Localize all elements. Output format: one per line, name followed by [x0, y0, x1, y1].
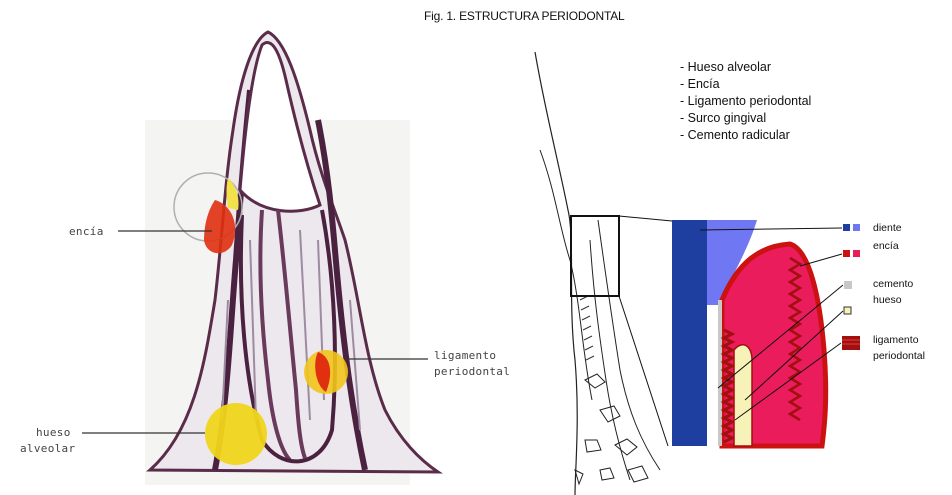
list-item: - Encía [680, 76, 811, 93]
list-item: - Ligamento periodontal [680, 93, 811, 110]
label-periodontal: periodontal [434, 364, 510, 379]
legend-swatch-ligamento [842, 336, 860, 350]
enlarged-bone [734, 345, 752, 446]
hueso-highlight-circle [205, 403, 267, 465]
zoom-line-top [619, 216, 672, 221]
legend-label-diente: diente [873, 222, 902, 235]
legend-swatch-cemento [844, 281, 852, 289]
zoom-line-bottom [619, 296, 668, 446]
trabecular-bone [575, 374, 648, 484]
zoom-box [571, 216, 619, 296]
legend-label-ligamento: ligamento [873, 334, 919, 347]
legend-swatch-encia-light [853, 250, 860, 257]
legend-label-encia: encía [873, 240, 899, 253]
legend-swatch-diente-dark [843, 224, 850, 231]
schematic-root-line [598, 220, 660, 470]
schematic-inner-line [540, 150, 592, 400]
label-encia: encía [69, 224, 104, 239]
legend-label-cemento: cemento [873, 278, 913, 291]
legend-swatch-encia-dark [843, 250, 850, 257]
structure-list: - Hueso alveolar - Encía - Ligamento per… [680, 59, 811, 144]
legend-label-periodontal: periodontal [873, 350, 925, 363]
legend-swatch-diente-light [853, 224, 860, 231]
sketch-ligament-hatch [580, 296, 594, 360]
legend-label-hueso: hueso [873, 294, 902, 307]
list-item: - Cemento radicular [680, 127, 811, 144]
label-ligamento: ligamento [434, 348, 496, 363]
legend-swatch-hueso [844, 307, 851, 314]
schematic-root-line-2 [590, 240, 630, 480]
enlarged-dentin [672, 220, 707, 446]
label-alveolar: alveolar [20, 441, 75, 456]
label-hueso: hueso [36, 425, 71, 440]
list-item: - Surco gingival [680, 110, 811, 127]
list-item: - Hueso alveolar [680, 59, 811, 76]
